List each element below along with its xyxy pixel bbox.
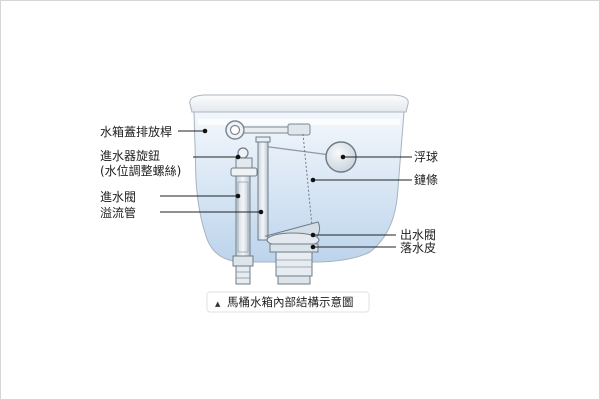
label-flapper: 落水皮 [400,241,436,255]
tank-lid [189,94,409,113]
label-flush-lever: 水箱蓋排放桿 [100,124,172,139]
label-chain: 鏈條 [414,172,438,187]
label-inlet-valve: 進水閥 [100,190,136,204]
caption-text: 馬桶水箱內部結構示意圖 [227,295,354,309]
label-inlet-adjust-knob: 進水器旋鈕 [100,149,160,163]
float-arm [261,145,339,157]
label-inlet-adjust-knob-sub: (水位調整螺絲) [100,163,181,178]
outlet-valve [264,221,321,285]
caption-bullet-icon: ▲ [215,300,221,308]
label-float-ball: 浮球 [414,150,438,164]
label-outlet-valve: 出水閥 [400,228,436,242]
caption: ▲ 馬桶水箱內部結構示意圖 [206,291,370,313]
leader-lines [160,130,412,248]
flush-lever [225,120,311,140]
chain [302,133,313,227]
leader-dots [202,128,346,250]
overflow-pipe [255,136,271,241]
label-overflow-pipe: 溢流管 [100,205,136,220]
